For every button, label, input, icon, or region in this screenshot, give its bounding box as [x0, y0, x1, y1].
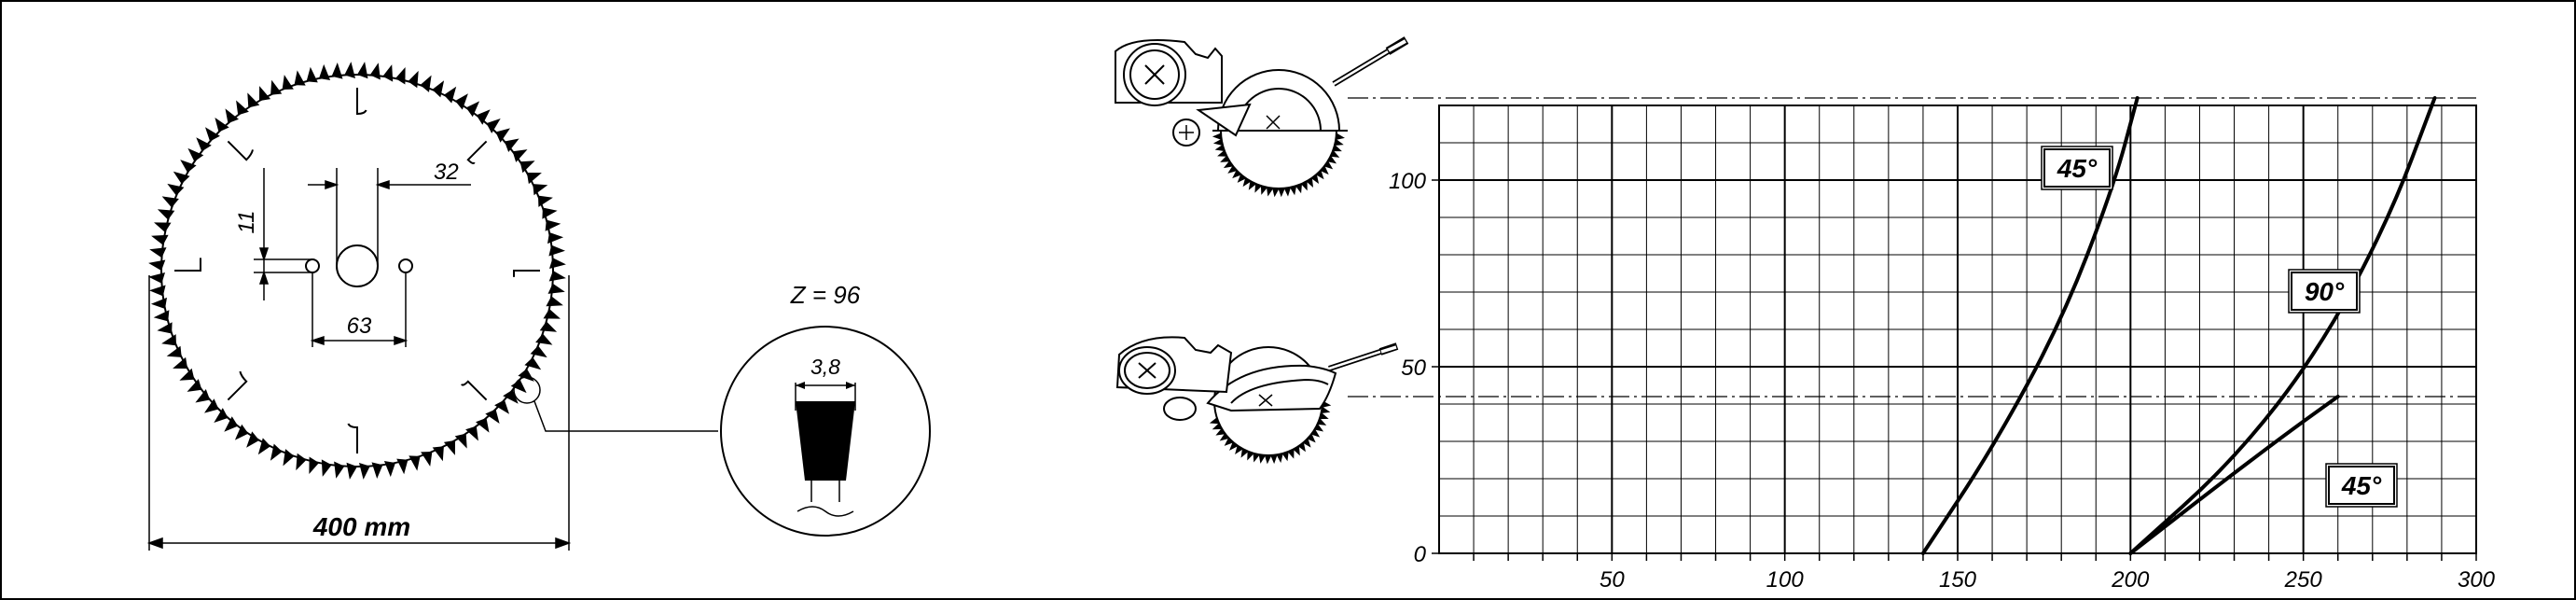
saw-illustration-45 [1115, 336, 1399, 465]
series-label: 45° [2341, 471, 2382, 500]
tooth-detail-marker [513, 376, 541, 404]
chart-series [1920, 96, 2437, 555]
y-tick-label: 50 [1401, 356, 1426, 381]
series-label: 90° [2305, 277, 2345, 306]
series-line-1 [2128, 96, 2437, 555]
expansion-slot [227, 140, 254, 161]
expansion-slots [174, 88, 540, 453]
expansion-slot [356, 88, 367, 116]
blade-teeth [148, 62, 566, 480]
pinhole-spacing-dimension [310, 272, 409, 347]
chart-series-labels: 45° 90° 45° [2041, 146, 2398, 508]
expansion-slot [227, 370, 248, 401]
x-tick-label: 200 [2111, 567, 2150, 593]
y-tick-label: 100 [1389, 169, 1427, 194]
tooth-detail-circle [720, 326, 931, 537]
diameter-dimension [146, 275, 572, 551]
x-tick-label: 50 [1600, 567, 1625, 593]
chart-reference-lines [1348, 97, 2476, 398]
tooth-detail-leader [533, 400, 718, 432]
bore-dimension-label: 32 [434, 160, 459, 185]
series-label-box [2043, 148, 2111, 188]
pinhole-spacing-label: 63 [347, 314, 372, 339]
pinhole-offset-dimension [254, 168, 312, 300]
x-tick-label: 250 [2284, 567, 2323, 593]
cutting-depth-chart: 50 100 150 200 250 300 0 50 100 45° 90° 45° [1348, 96, 2496, 593]
chart-x-tick-labels: 50 100 150 200 250 300 [1600, 567, 2496, 593]
expansion-slot [461, 380, 488, 401]
x-tick-label: 150 [1939, 567, 1977, 593]
pinhole-offset-label: 11 [234, 211, 259, 234]
series-label-box [2291, 272, 2358, 311]
blade-rim [160, 74, 554, 467]
chart-frame [1438, 105, 2477, 554]
expansion-slot [174, 258, 201, 272]
series-line-2 [2128, 395, 2340, 555]
expansion-slot [347, 423, 358, 453]
teeth-count-label: Z = 96 [790, 281, 861, 309]
expansion-slot [466, 140, 488, 164]
series-label: 45° [2057, 154, 2098, 183]
small-blade-teeth [1209, 400, 1332, 465]
x-tick-label: 100 [1766, 567, 1805, 593]
series-line-0 [1920, 96, 2140, 555]
saw-blade-drawing: 32 11 63 400 mm [146, 62, 931, 551]
chart-y-tick-labels: 0 50 100 [1389, 169, 1427, 567]
kerf-width-label: 3,8 [810, 355, 840, 379]
diameter-label: 400 mm [312, 512, 410, 541]
tooth-profile [795, 382, 856, 517]
saw-illustration-90 [1115, 36, 1409, 198]
expansion-slot [513, 270, 540, 278]
x-tick-label: 300 [2458, 567, 2496, 593]
bore-dimension [308, 168, 471, 266]
series-label-box [2328, 466, 2395, 505]
y-tick-label: 0 [1414, 542, 1427, 567]
small-blade-teeth [1212, 133, 1345, 198]
